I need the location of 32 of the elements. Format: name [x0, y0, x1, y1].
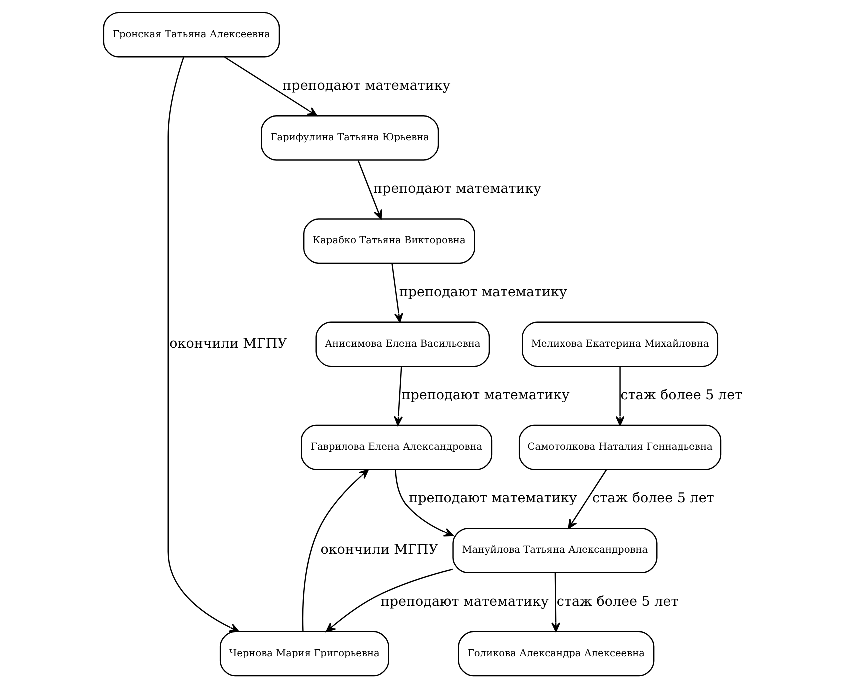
edge-label: преподают математику — [373, 181, 542, 198]
node-box: Гарифулина Татьяна Юрьевна — [260, 115, 439, 161]
node-box: Чернова Мария Григорьевна — [219, 631, 389, 677]
edge-label: окончили МГПУ — [169, 336, 287, 352]
node-box: Анисимова Елена Васильевна — [315, 322, 490, 368]
node-box: Карабко Татьяна Викторовна — [302, 218, 475, 264]
arrow — [224, 56, 318, 116]
arrow — [394, 367, 403, 426]
node-box: Мелихова Екатерина Михайловна — [522, 322, 718, 368]
edge-label: преподают математику — [408, 490, 577, 507]
node-box: Самотолкова Наталия Геннадьевна — [518, 424, 722, 470]
node-box: Голикова Александра Алексеевна — [458, 631, 654, 677]
arrow — [167, 56, 240, 632]
edge-label: стаж более 5 лет — [592, 490, 714, 507]
arrow — [357, 160, 382, 220]
edge-label: преподают математику — [282, 78, 450, 94]
arrow — [615, 367, 624, 426]
edge-label: стаж более 5 лет — [620, 388, 742, 404]
node-box: Гаврилова Елена Александровна — [300, 424, 492, 470]
arrow — [391, 264, 403, 323]
edge-label: преподают математику — [380, 594, 548, 610]
arrow — [326, 568, 453, 632]
node-box: Гронская Татьяна Алексеевна — [102, 12, 280, 58]
edge-label: преподают математику — [401, 388, 570, 404]
arrow — [568, 470, 606, 530]
arrow — [394, 470, 454, 537]
arrow — [302, 469, 369, 632]
edge-label: преподают математику — [398, 284, 567, 300]
arrow — [551, 573, 560, 632]
edge-label: стаж более 5 лет — [556, 594, 678, 610]
node-box: Мануйлова Татьяна Александровна — [452, 528, 658, 574]
edge-label: окончили МГПУ — [320, 542, 438, 558]
